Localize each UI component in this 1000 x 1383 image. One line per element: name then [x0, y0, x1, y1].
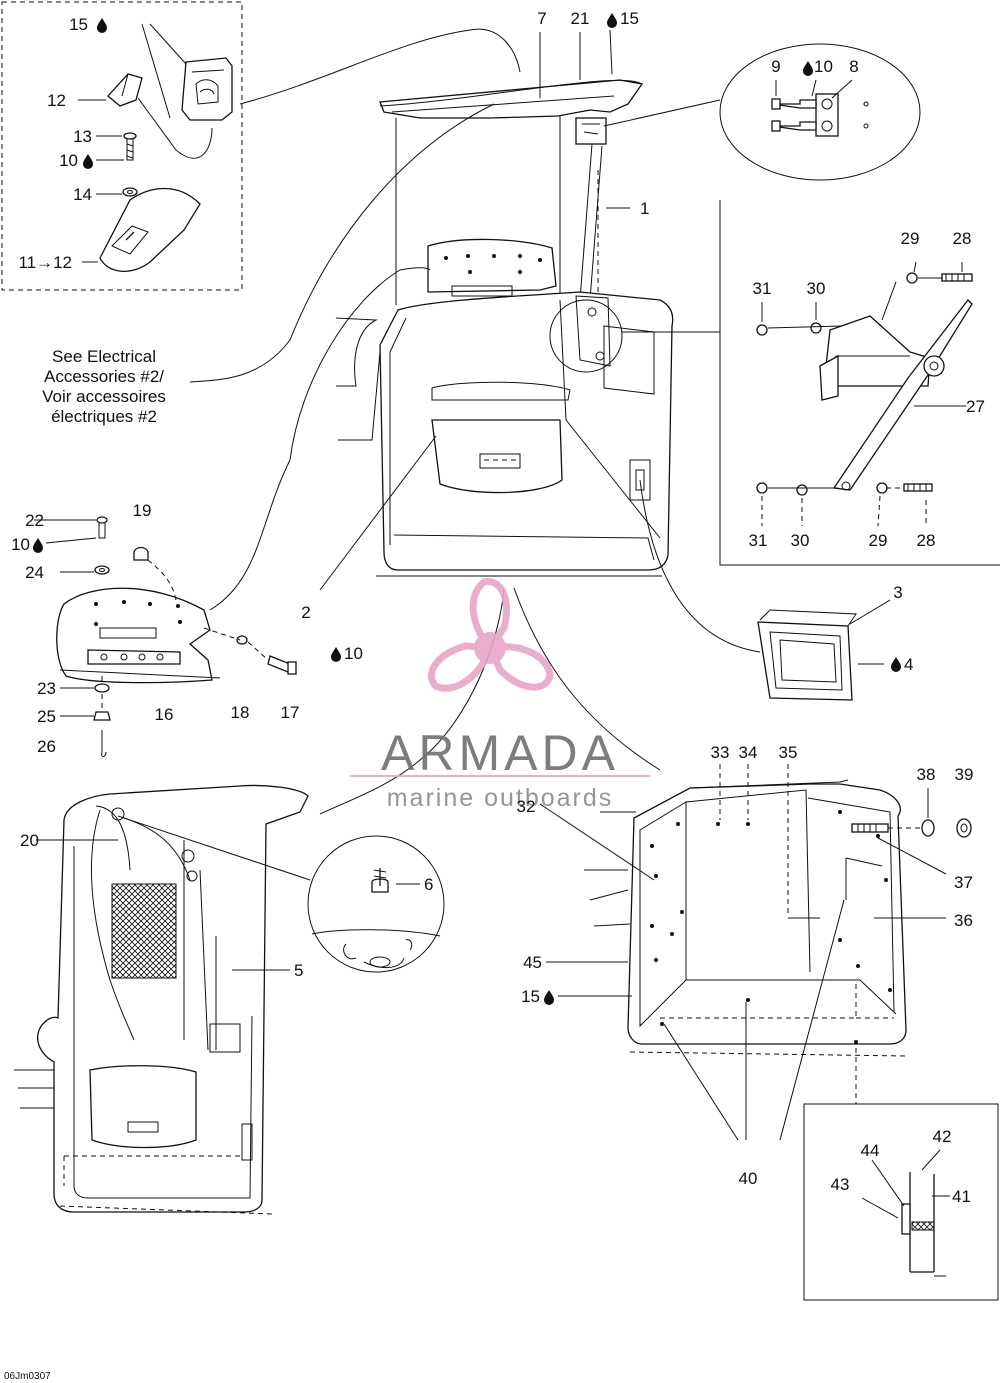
callout-28: 28 — [953, 229, 972, 248]
callout-42: 42 — [933, 1127, 952, 1146]
drop-icon — [97, 18, 107, 33]
propeller-blade — [469, 578, 511, 654]
watermark-brand: ARMADA — [381, 725, 619, 781]
callout-31: 31 — [749, 531, 768, 550]
callout-10: 10 — [59, 151, 78, 170]
callout-22: 22 — [25, 511, 44, 530]
inset-cable-lock — [1, 1, 243, 291]
callout-44: 44 — [861, 1141, 880, 1160]
callout-28: 28 — [917, 531, 936, 550]
callout-3: 3 — [893, 583, 902, 602]
callout-29: 29 — [869, 531, 888, 550]
callout-14: 14 — [73, 185, 92, 204]
callout-2: 2 — [301, 603, 310, 622]
callout-30: 30 — [791, 531, 810, 550]
callout-27: 27 — [966, 397, 985, 416]
propeller-hub — [474, 632, 506, 664]
callout-15: 15 — [521, 987, 540, 1006]
callout-12: 12 — [47, 91, 66, 110]
callout-5: 5 — [294, 961, 303, 980]
callout-25: 25 — [37, 707, 56, 726]
callout-8: 8 — [849, 57, 858, 76]
callout-4: 4 — [904, 655, 913, 674]
armada-watermark: ARMADA marine outboards — [350, 578, 650, 812]
callout-10: 10 — [344, 644, 363, 663]
callout-24: 24 — [25, 563, 44, 582]
note-line-1: See Electrical — [52, 347, 156, 366]
callout-34: 34 — [739, 743, 758, 762]
main-cabinet — [335, 79, 674, 577]
drop-icon — [83, 154, 93, 169]
callout-19: 19 — [133, 501, 152, 520]
propeller-blade — [484, 643, 554, 691]
drop-icon — [607, 13, 617, 28]
callout-1: 1 — [640, 199, 649, 218]
electrical-accessories-note: See Electrical Accessories #2/ Voir acce… — [42, 347, 166, 426]
callout-41: 41 — [952, 1187, 971, 1206]
callout-7: 7 — [537, 9, 546, 28]
callout-labels: 15 12 13 10 14 11→12 7 21 15 9 10 8 1 29… — [11, 9, 985, 1206]
drop-icon — [544, 990, 554, 1005]
callout-40: 40 — [739, 1169, 758, 1188]
propeller-blade — [428, 642, 495, 692]
callout-37: 37 — [954, 873, 973, 892]
callout-26: 26 — [37, 737, 56, 756]
lower-right-cabinet — [539, 764, 999, 1301]
callout-15: 15 — [620, 9, 639, 28]
callout-32: 32 — [517, 797, 536, 816]
callout-23: 23 — [37, 679, 56, 698]
drop-icon — [33, 538, 43, 553]
drop-icon — [803, 61, 813, 76]
callout-13: 13 — [73, 127, 92, 146]
callout-33: 33 — [711, 743, 730, 762]
inset-lid-hinge — [622, 200, 1000, 566]
callout-39: 39 — [955, 765, 974, 784]
callout-11-12: 11→12 — [18, 253, 72, 272]
note-line-4: électriques #2 — [51, 407, 157, 426]
note-line-2: Accessories #2/ — [44, 367, 164, 386]
lower-left-cabinet — [14, 784, 445, 1215]
callout-18: 18 — [231, 703, 250, 722]
callout-43: 43 — [831, 1175, 850, 1194]
inset-hinge-plate — [379, 43, 921, 181]
callout-10: 10 — [814, 57, 833, 76]
callout-9: 9 — [771, 57, 780, 76]
trim-frame — [639, 479, 891, 701]
drop-icon — [891, 657, 901, 672]
watermark-tagline: marine outboards — [387, 784, 614, 812]
callout-21: 21 — [571, 9, 590, 28]
callout-17: 17 — [281, 703, 300, 722]
callout-31: 31 — [753, 279, 772, 298]
callout-10: 10 — [11, 535, 30, 554]
callout-36: 36 — [954, 911, 973, 930]
reference-code: 06Jm0307 — [4, 1371, 51, 1382]
note-line-3: Voir accessoires — [42, 387, 166, 406]
callout-38: 38 — [917, 765, 936, 784]
drop-icon — [331, 647, 341, 662]
callout-15: 15 — [69, 15, 88, 34]
callout-6: 6 — [424, 875, 433, 894]
callout-35: 35 — [779, 743, 798, 762]
propeller-logo-icon — [428, 578, 554, 692]
callout-20: 20 — [20, 831, 39, 850]
seat-bracket-assembly — [34, 267, 431, 757]
callout-30: 30 — [807, 279, 826, 298]
callout-16: 16 — [155, 705, 174, 724]
callout-45: 45 — [523, 953, 542, 972]
callout-29: 29 — [901, 229, 920, 248]
